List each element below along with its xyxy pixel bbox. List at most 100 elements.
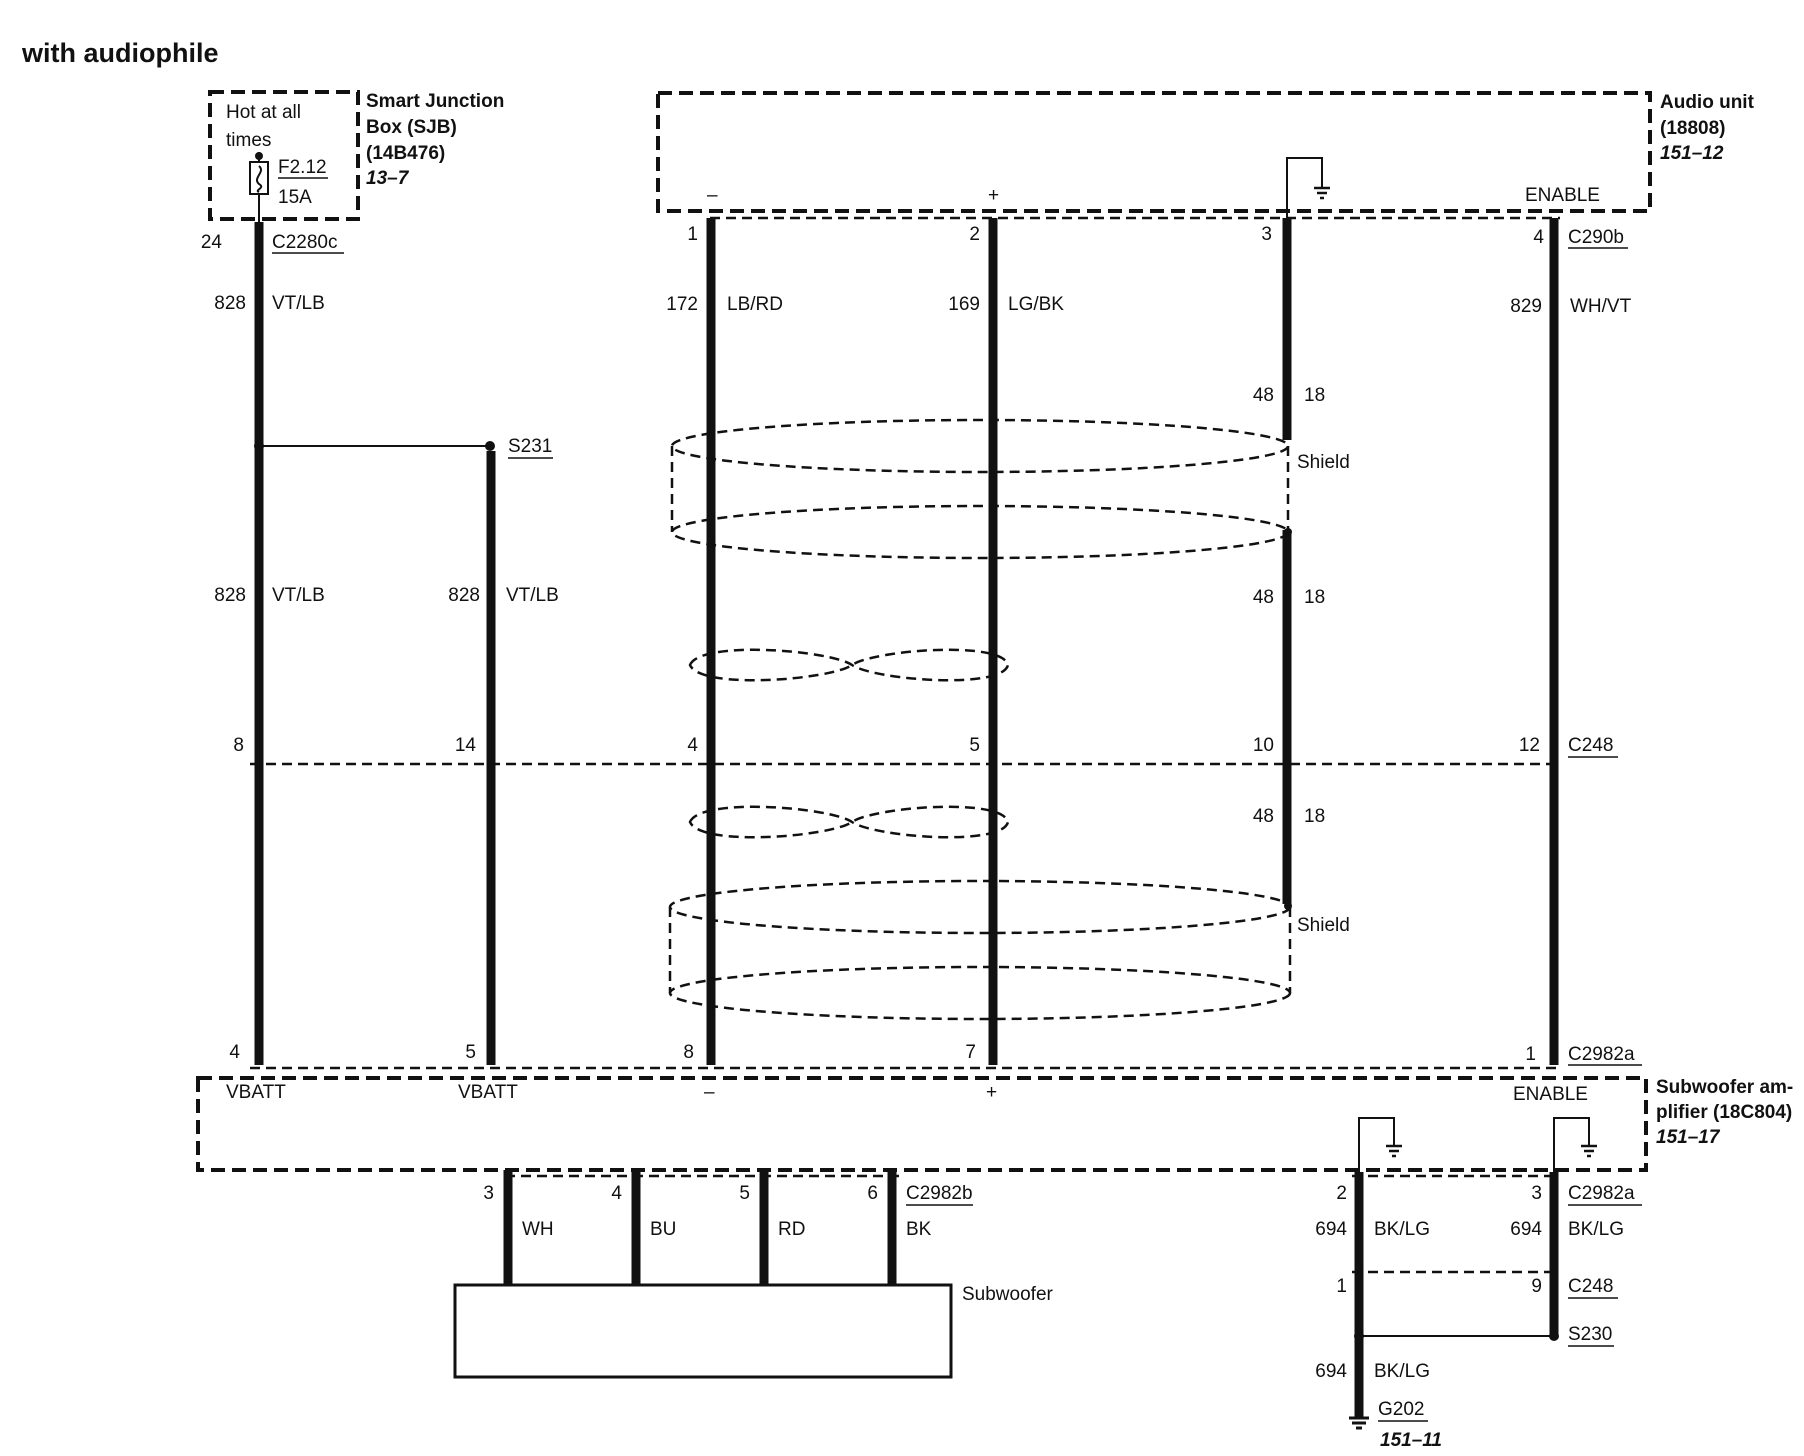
wire-whvt-circuit: 829 — [1510, 296, 1542, 317]
ground-g202-icon — [1349, 1416, 1369, 1430]
amp-pin-5: 5 — [465, 1042, 476, 1063]
amp-connector-top: C2982a — [1568, 1044, 1635, 1065]
fuse-id: F2.12 — [278, 157, 327, 178]
ground-circuit-bottom: 694 — [1315, 1361, 1347, 1382]
shield-label-1: Shield — [1297, 452, 1350, 473]
subwoofer-box — [453, 1283, 953, 1379]
amp-ground-lead-2 — [1553, 1117, 1590, 1176]
amp-page-ref: 151–17 — [1656, 1127, 1721, 1148]
diagram-title: with audiophile — [21, 38, 219, 68]
ground-connector-top: C2982a — [1568, 1183, 1635, 1204]
audio-unit-box — [656, 91, 1652, 213]
ground-color-bottom: BK/LG — [1374, 1361, 1430, 1382]
wire-lbrd-circuit: 172 — [666, 294, 698, 315]
audio-unit-name-2: (18808) — [1660, 118, 1726, 139]
wire-vtlb-circuit-top: 828 — [214, 293, 246, 314]
audio-connector: C290b — [1568, 227, 1624, 248]
sub-color-wh: WH — [522, 1219, 554, 1240]
ground-c248-pin-1: 1 — [1336, 1276, 1347, 1297]
splice-dot-left — [254, 441, 264, 451]
audio-unit-page-ref: 151–12 — [1660, 143, 1724, 164]
splice-s230-dot-left — [1354, 1331, 1364, 1341]
sub-color-bk: BK — [906, 1219, 932, 1240]
wire-vtlb-color-mid-right: VT/LB — [506, 585, 559, 606]
wire-vtlb-color-top: VT/LB — [272, 293, 325, 314]
amp-pin-8: 8 — [683, 1042, 694, 1063]
amp-ground-icon-1 — [1386, 1144, 1402, 1158]
amp-label-enable: ENABLE — [1513, 1084, 1588, 1105]
shield-cylinder-lower — [668, 879, 1292, 1021]
shield-circuit-3: 48 — [1253, 806, 1274, 827]
splice-s231: S231 — [508, 436, 552, 457]
ground-circuit-right: 694 — [1510, 1219, 1542, 1240]
amp-label-vbatt-1: VBATT — [226, 1082, 286, 1103]
shield-label-2: Shield — [1297, 915, 1350, 936]
sub-connector: C2982b — [906, 1183, 973, 1204]
audio-unit-minus: – — [707, 185, 718, 206]
audio-unit-name-1: Audio unit — [1660, 92, 1755, 113]
sjb-name-2: Box (SJB) — [366, 117, 457, 138]
shield-circuit-2: 48 — [1253, 587, 1274, 608]
c248-pin-14: 14 — [455, 735, 477, 756]
shield-drain-dot-upper — [1284, 528, 1292, 536]
ground-color-right: BK/LG — [1568, 1219, 1624, 1240]
subwoofer-name: Subwoofer — [962, 1284, 1054, 1305]
amp-name-2: plifier (18C804) — [1656, 1102, 1792, 1123]
ground-c248: C248 — [1568, 1276, 1613, 1297]
c248-pin-10: 10 — [1253, 735, 1274, 756]
shield-gauge-1: 18 — [1304, 385, 1325, 406]
amp-name-1: Subwoofer am- — [1656, 1077, 1793, 1098]
c248-pin-8: 8 — [233, 735, 244, 756]
audio-pin-4: 4 — [1533, 227, 1544, 248]
wire-lgbk-circuit: 169 — [948, 294, 980, 315]
splice-s230-dot-right — [1549, 1331, 1559, 1341]
ground-page-ref: 151–11 — [1380, 1430, 1442, 1451]
audio-ground-icon — [1314, 186, 1330, 200]
sjb-hot-label-2: times — [226, 130, 271, 151]
sjb-name-3: (14B476) — [366, 143, 445, 164]
amp-pin-1: 1 — [1525, 1044, 1536, 1065]
shield-drain-dot-lower — [1284, 902, 1292, 910]
fuse-rating: 15A — [278, 187, 312, 208]
sub-pin-6: 6 — [867, 1183, 878, 1204]
sjb-page-ref: 13–7 — [366, 168, 410, 189]
amp-label-plus: + — [986, 1082, 997, 1103]
amp-label-minus: – — [704, 1082, 715, 1103]
sjb-name-1: Smart Junction — [366, 91, 504, 112]
fuse-terminal-dot — [255, 152, 263, 160]
amp-ground-icon-2 — [1581, 1144, 1597, 1158]
shield-cylinder-upper — [670, 418, 1290, 560]
amp-pin-4: 4 — [229, 1042, 240, 1063]
amp-box — [196, 1076, 1648, 1172]
c248-connector: C248 — [1568, 735, 1613, 756]
wire-vtlb-circuit-mid-right: 828 — [448, 585, 480, 606]
twisted-pair-lower — [688, 805, 1010, 839]
audio-ground-lead — [1286, 157, 1323, 218]
shield-circuit-1: 48 — [1253, 385, 1274, 406]
audio-unit-enable: ENABLE — [1525, 185, 1600, 206]
wire-whvt-color: WH/VT — [1570, 296, 1632, 317]
sjb-connector: C2280c — [272, 232, 338, 253]
ground-id: G202 — [1378, 1399, 1424, 1420]
sub-color-rd: RD — [778, 1219, 805, 1240]
sjb-pin: 24 — [201, 232, 223, 253]
sub-pin-3: 3 — [483, 1183, 494, 1204]
audio-pin-1: 1 — [687, 224, 698, 245]
ground-pin-2: 2 — [1336, 1183, 1347, 1204]
sjb-box — [208, 90, 360, 221]
sjb-hot-label-1: Hot at all — [226, 102, 301, 123]
wire-lgbk-color: LG/BK — [1008, 294, 1064, 315]
ground-c248-pin-9: 9 — [1531, 1276, 1542, 1297]
sub-color-bu: BU — [650, 1219, 676, 1240]
wire-vtlb-circuit-mid-left: 828 — [214, 585, 246, 606]
wire-vtlb-color-mid-left: VT/LB — [272, 585, 325, 606]
ground-pin-3: 3 — [1531, 1183, 1542, 1204]
fuse-icon — [249, 161, 269, 195]
c248-pin-5: 5 — [969, 735, 980, 756]
audio-unit-plus: + — [988, 185, 999, 206]
ground-color-left: BK/LG — [1374, 1219, 1430, 1240]
shield-gauge-2: 18 — [1304, 587, 1325, 608]
twisted-pair-upper — [688, 648, 1010, 682]
ground-splice: S230 — [1568, 1324, 1612, 1345]
